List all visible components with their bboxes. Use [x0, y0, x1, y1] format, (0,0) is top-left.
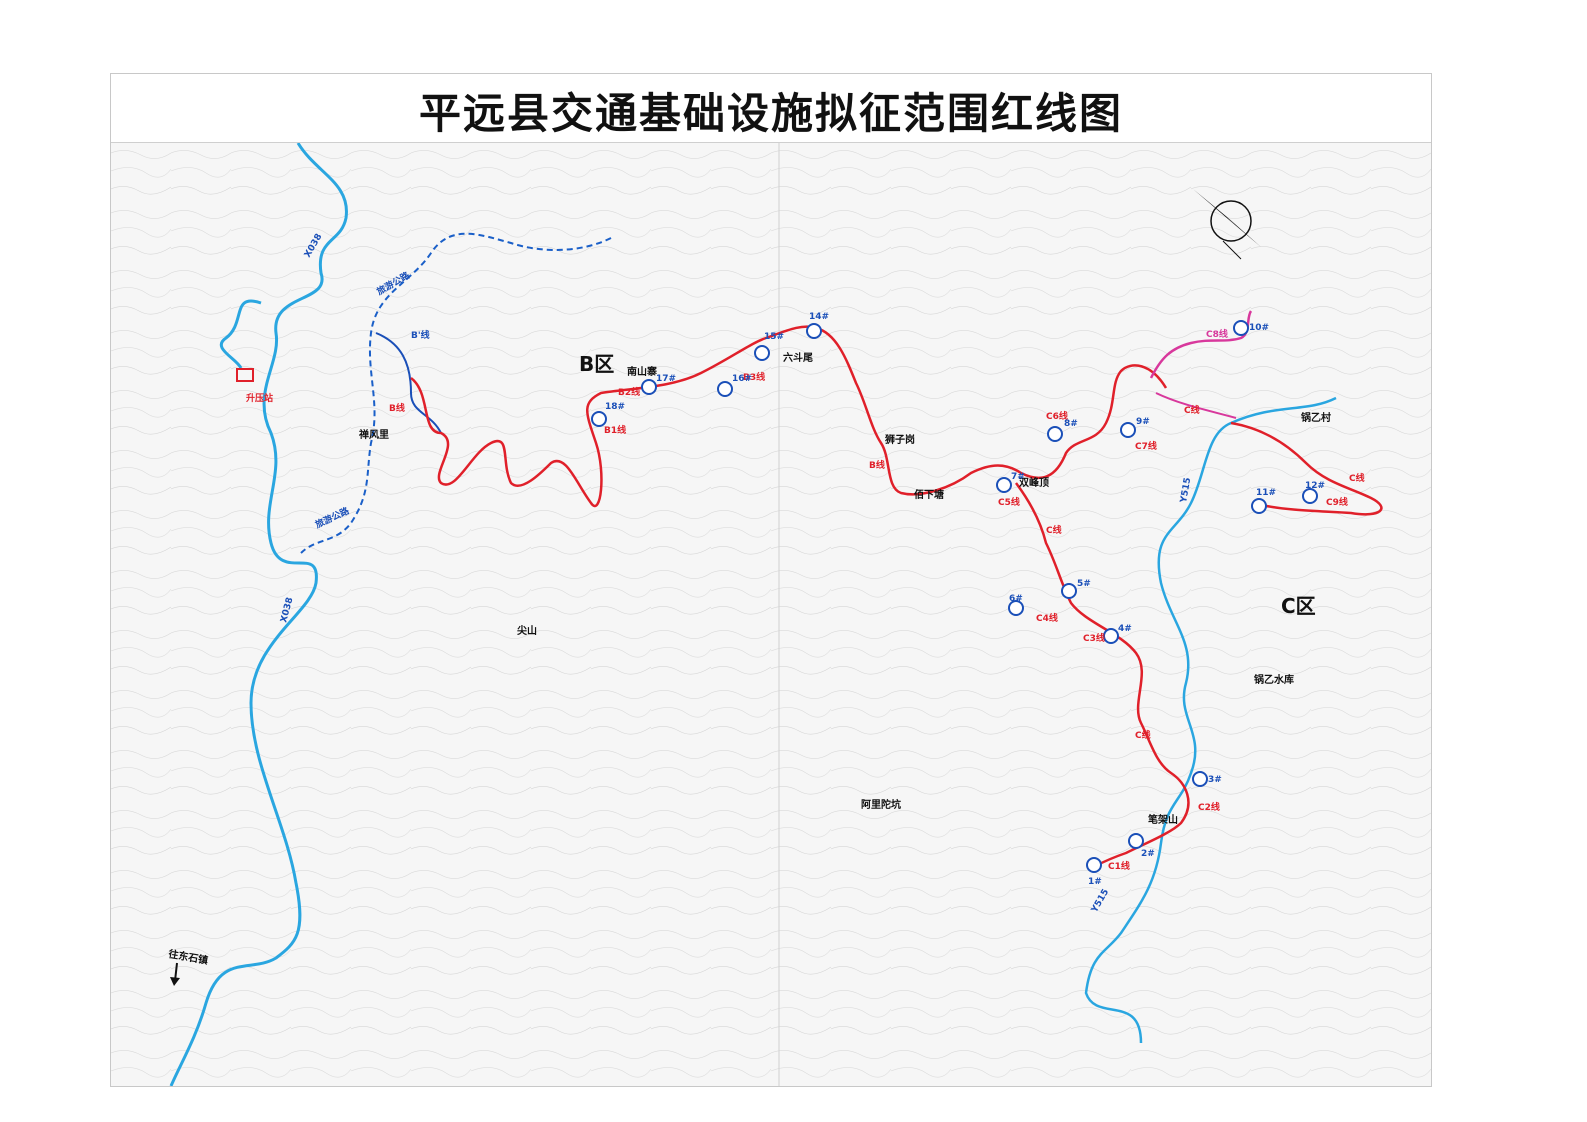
place-label-guoguocun: 锅乙村 [1301, 411, 1331, 424]
zone-label-c: C区 [1281, 594, 1316, 618]
page-title: 平远县交通基础设施拟征范围红线图 [418, 89, 1123, 138]
line-label-c-3: C线 [1135, 729, 1151, 741]
contour-background [111, 143, 1431, 1086]
turbine-icon[interactable] [1047, 426, 1063, 442]
turbine-icon[interactable] [1251, 498, 1267, 514]
turbine-icon[interactable] [591, 411, 607, 427]
b-prime-line[interactable] [375, 332, 442, 434]
substation-icon[interactable] [236, 368, 254, 382]
turbine-icon[interactable] [1103, 628, 1119, 644]
line-label-c7: C7线 [1135, 440, 1157, 452]
line-label-c2: C2线 [1198, 801, 1220, 813]
place-label-ligushan: 笔架山 [1148, 813, 1178, 826]
place-label-shuangfengding: 双峰顶 [1019, 476, 1049, 489]
turbine-icon[interactable] [754, 345, 770, 361]
line-label-b2: B2线 [618, 386, 640, 398]
road-x038-branch[interactable] [219, 299, 262, 369]
map-canvas[interactable]: 升压站 X038 X038 旅游公路 旅游公路 B'线 禅风里 B线 B区 南山… [111, 143, 1431, 1086]
turbine-label: 17# [656, 374, 676, 384]
line-label-c9: C9线 [1326, 496, 1348, 508]
place-label-liudouwei: 六斗尾 [783, 351, 813, 364]
tourist-road[interactable] [300, 232, 612, 554]
arrow-down-icon [170, 962, 180, 986]
line-label-c5: C5线 [998, 496, 1020, 508]
road-x038[interactable] [169, 143, 348, 1086]
place-label-shizigang: 狮子岗 [884, 433, 915, 446]
red-line-c[interactable] [1014, 482, 1190, 870]
turbine-label: 15# [764, 332, 784, 342]
turbine-label: 7# [1011, 472, 1025, 482]
line-label-c1: C1线 [1108, 860, 1130, 872]
turbine-label: 9# [1136, 417, 1150, 427]
line-label-c-4: C线 [1349, 472, 1365, 484]
substation-label: 升压站 [246, 392, 273, 404]
turbine-icon[interactable] [1008, 600, 1024, 616]
north-arrow-icon [1193, 189, 1261, 260]
line-label-c: C线 [1184, 404, 1200, 416]
turbine-icon[interactable] [806, 323, 822, 339]
map-sheet: 平远县交通基础设施拟征范围红线图 [110, 73, 1432, 1087]
line-label-b: B线 [389, 402, 405, 414]
turbine-icon[interactable] [1061, 583, 1077, 599]
turbine-icon[interactable] [641, 379, 657, 395]
road-label-y515-a: Y515 [1179, 477, 1193, 505]
line-label-b-prime: B'线 [411, 329, 430, 341]
turbine-label: 5# [1077, 579, 1091, 589]
turbine-icon[interactable] [1128, 833, 1144, 849]
line-label-c3: C3线 [1083, 632, 1105, 644]
road-y515[interactable] [1084, 396, 1337, 1044]
turbine-label: 10# [1249, 323, 1269, 333]
line-label-c8: C8线 [1206, 328, 1228, 340]
place-label-nanshanzhai: 南山寨 [627, 365, 657, 378]
turbine-label: 16# [732, 374, 752, 384]
turbine-label: 1# [1088, 877, 1102, 887]
turbine-label: 12# [1305, 481, 1325, 491]
line-label-b1: B1线 [604, 424, 626, 436]
line-label-c6: C6线 [1046, 410, 1068, 422]
turbine-label: 18# [605, 402, 625, 412]
turbine-icon[interactable] [1302, 488, 1318, 504]
turbine-label: 2# [1141, 849, 1155, 859]
line-label-c-2: C线 [1046, 524, 1062, 536]
turbine-label: 6# [1009, 594, 1023, 604]
map-area[interactable]: 升压站 X038 X038 旅游公路 旅游公路 B'线 禅风里 B线 B区 南山… [111, 143, 1431, 1086]
turbine-label: 3# [1208, 775, 1222, 785]
place-label-guoguoreservoir: 锅乙水库 [1254, 673, 1294, 686]
turbine-icon[interactable] [996, 477, 1012, 493]
turbine-label: 11# [1256, 488, 1276, 498]
turbine-icon[interactable] [1120, 422, 1136, 438]
turbine-label: 4# [1118, 624, 1132, 634]
place-label-fengling: 禅风里 [358, 428, 389, 441]
turbine-icon[interactable] [717, 381, 733, 397]
turbine-icon[interactable] [1086, 857, 1102, 873]
line-label-b3: B3线 [743, 371, 765, 383]
place-label-baixiatang: 佰下塘 [914, 488, 944, 501]
pink-line-c8-spur[interactable] [1155, 392, 1237, 419]
red-line-b[interactable] [410, 325, 1168, 508]
place-label-jianshan: 尖山 [517, 624, 537, 637]
turbine-label: 8# [1064, 419, 1078, 429]
turbine-icon[interactable] [1233, 320, 1249, 336]
zone-label-b: B区 [579, 352, 614, 376]
place-label-alituokeng: 阿里陀坑 [861, 798, 901, 811]
line-label-c4: C4线 [1036, 612, 1058, 624]
turbine-icon[interactable] [1192, 771, 1208, 787]
title-band: 平远县交通基础设施拟征范围红线图 [111, 74, 1431, 143]
red-line-c9[interactable] [1230, 421, 1383, 516]
turbine-label: 14# [809, 312, 829, 322]
line-label-b-2: B线 [869, 459, 885, 471]
